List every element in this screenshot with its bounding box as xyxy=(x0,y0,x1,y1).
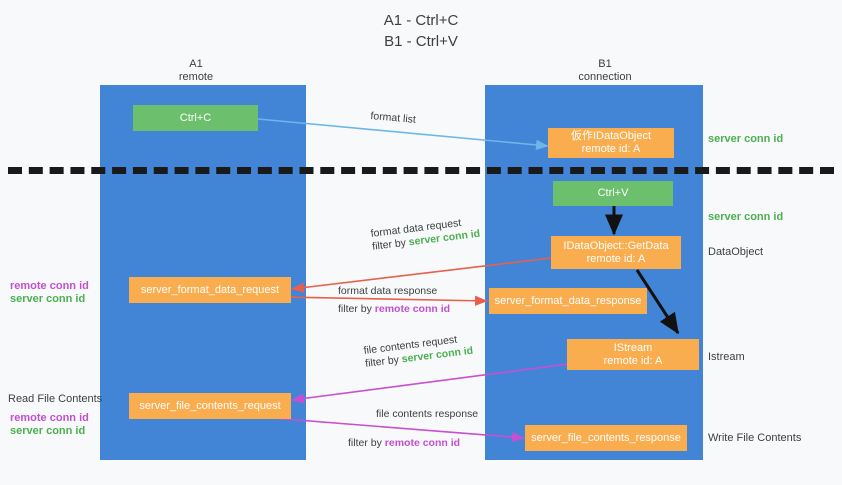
annotation-server-conn-id-mid: server conn id xyxy=(708,211,784,223)
annotation-server-conn-id-2: server conn id xyxy=(10,425,86,437)
node-idataobject-getdata-sub: remote id: A xyxy=(586,252,646,265)
node-server-format-data-request[interactable]: server_format_data_request xyxy=(129,277,291,303)
edge-label-format-data-request: format data request filter by server con… xyxy=(370,215,481,254)
filter-value-remote-conn-id: remote conn id xyxy=(374,303,451,315)
phase-divider xyxy=(8,167,834,174)
filter-prefix: filter by xyxy=(338,303,375,315)
node-istream[interactable]: IStream remote id: A xyxy=(567,339,699,370)
node-server-format-data-response[interactable]: server_format_data_response xyxy=(489,288,647,314)
node-server-file-contents-request[interactable]: server_file_contents_request xyxy=(129,393,291,419)
title-line-1: A1 - Ctrl+C xyxy=(383,12,459,29)
node-ctrl-v-label: Ctrl+V xyxy=(597,187,629,199)
node-server-format-data-request-label: server_format_data_request xyxy=(140,283,280,296)
annotation-dataobject: DataObject xyxy=(708,246,764,258)
lane-header-a1-sub: remote xyxy=(178,71,214,83)
node-idataobject-create-sub: remote id: A xyxy=(581,143,641,155)
node-idataobject-create-label: 仮作IDataObject xyxy=(570,130,652,142)
node-server-file-contents-response-label: server_file_contents_response xyxy=(531,431,681,444)
edge-label-format-data-response-filter: filter by remote conn id xyxy=(338,303,450,316)
lane-header-b1-name: B1 xyxy=(598,58,612,70)
node-idataobject-create[interactable]: 仮作IDataObject remote id: A xyxy=(548,128,674,158)
edge-label-format-list-text: format list xyxy=(369,110,417,126)
filter-prefix: filter by xyxy=(348,437,385,449)
annotation-read-file-contents: Read File Contents xyxy=(8,393,103,405)
node-idataobject-getdata[interactable]: IDataObject::GetData remote id: A xyxy=(551,236,681,269)
node-idataobject-getdata-label: IDataObject::GetData xyxy=(563,239,669,252)
edge-label-file-contents-response-main: file contents response xyxy=(376,408,479,420)
edge-label-format-data-response: format data response filter by remote co… xyxy=(338,285,450,316)
lane-header-b1: B1 connection xyxy=(545,58,665,84)
node-server-file-contents-response[interactable]: server_file_contents_response xyxy=(525,425,687,451)
node-server-file-contents-request-label: server_file_contents_request xyxy=(139,399,281,412)
edge-label-file-contents-response-filter: filter by remote conn id xyxy=(348,437,460,450)
annotation-remote-conn-id-2: remote conn id xyxy=(10,412,89,424)
node-server-format-data-response-label: server_format_data_response xyxy=(494,294,642,307)
diagram-title: A1 - Ctrl+C B1 - Ctrl+V xyxy=(0,10,842,52)
node-ctrl-v[interactable]: Ctrl+V xyxy=(553,181,673,206)
node-istream-sub: remote id: A xyxy=(603,354,663,367)
lane-header-b1-sub: connection xyxy=(578,71,632,83)
title-line-2: B1 - Ctrl+V xyxy=(384,33,458,50)
node-ctrl-c[interactable]: Ctrl+C xyxy=(133,105,258,131)
annotation-write-file-contents: Write File Contents xyxy=(708,432,802,444)
node-ctrl-c-label: Ctrl+C xyxy=(179,111,212,124)
edge-label-format-list: format list xyxy=(370,110,416,127)
filter-value-remote-conn-id: remote conn id xyxy=(384,437,461,449)
annotation-server-conn-id-top: server conn id xyxy=(708,133,784,145)
edge-label-file-contents-response: file contents response xyxy=(376,408,478,421)
lane-header-a1-name: A1 xyxy=(189,58,203,70)
node-istream-label: IStream xyxy=(613,341,653,354)
edge-label-format-data-response-main: format data response xyxy=(338,285,438,297)
lane-header-a1: A1 remote xyxy=(140,58,252,84)
edge-label-file-contents-request: file contents request filter by server c… xyxy=(363,332,474,371)
annotation-istream: Istream xyxy=(708,351,745,363)
annotation-remote-conn-id-1: remote conn id xyxy=(10,280,89,292)
annotation-server-conn-id-1: server conn id xyxy=(10,293,86,305)
